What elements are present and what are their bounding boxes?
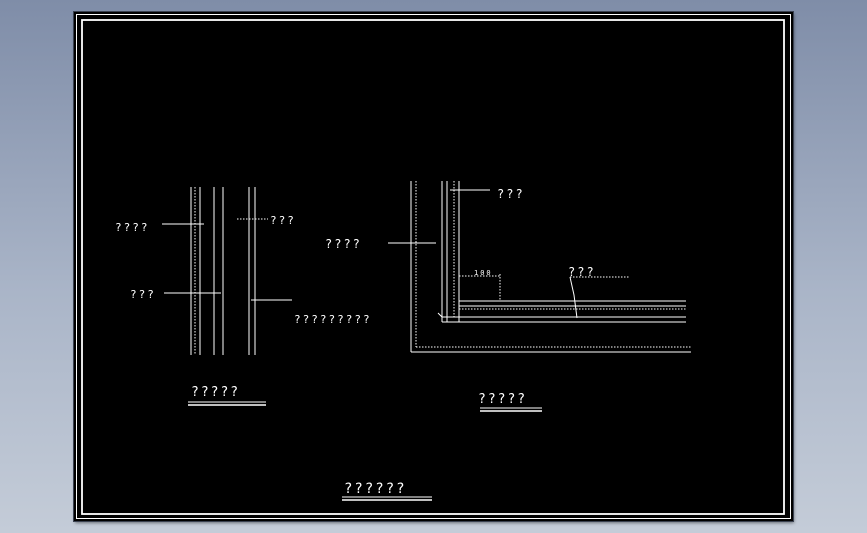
drawing-frame <box>76 14 791 519</box>
corner-tick <box>437 312 443 318</box>
right-detail-title: ????? <box>478 392 527 407</box>
label-left: ???? <box>325 237 362 251</box>
right-detail <box>388 181 691 412</box>
left-detail-labels: ???? ??? ??? ????????? ????? <box>115 214 372 400</box>
inner-frame-border <box>81 19 785 515</box>
cad-viewport[interactable]: ???? ??? ??? ????????? ????? <box>74 12 793 521</box>
label-right: ??? <box>568 265 596 279</box>
sheet-title: ?????? <box>344 481 407 497</box>
label-top-right: ??? <box>270 214 296 227</box>
left-detail-title: ????? <box>191 385 240 400</box>
label-mid-right: ????????? <box>294 313 372 326</box>
left-detail <box>162 187 292 406</box>
label-mid-left: ??? <box>130 288 156 301</box>
outer-frame-border <box>76 14 791 519</box>
leader-line-angled <box>569 276 578 319</box>
label-top-left: ???? <box>115 221 150 234</box>
label-top: ??? <box>497 187 525 201</box>
sheet-title-block: ?????? <box>342 481 432 501</box>
right-detail-labels: ??? ???? ??? 100 ????? <box>325 187 596 407</box>
cad-drawing: ???? ??? ??? ????????? ????? <box>76 14 791 519</box>
dimension-text: 100 <box>474 269 493 277</box>
